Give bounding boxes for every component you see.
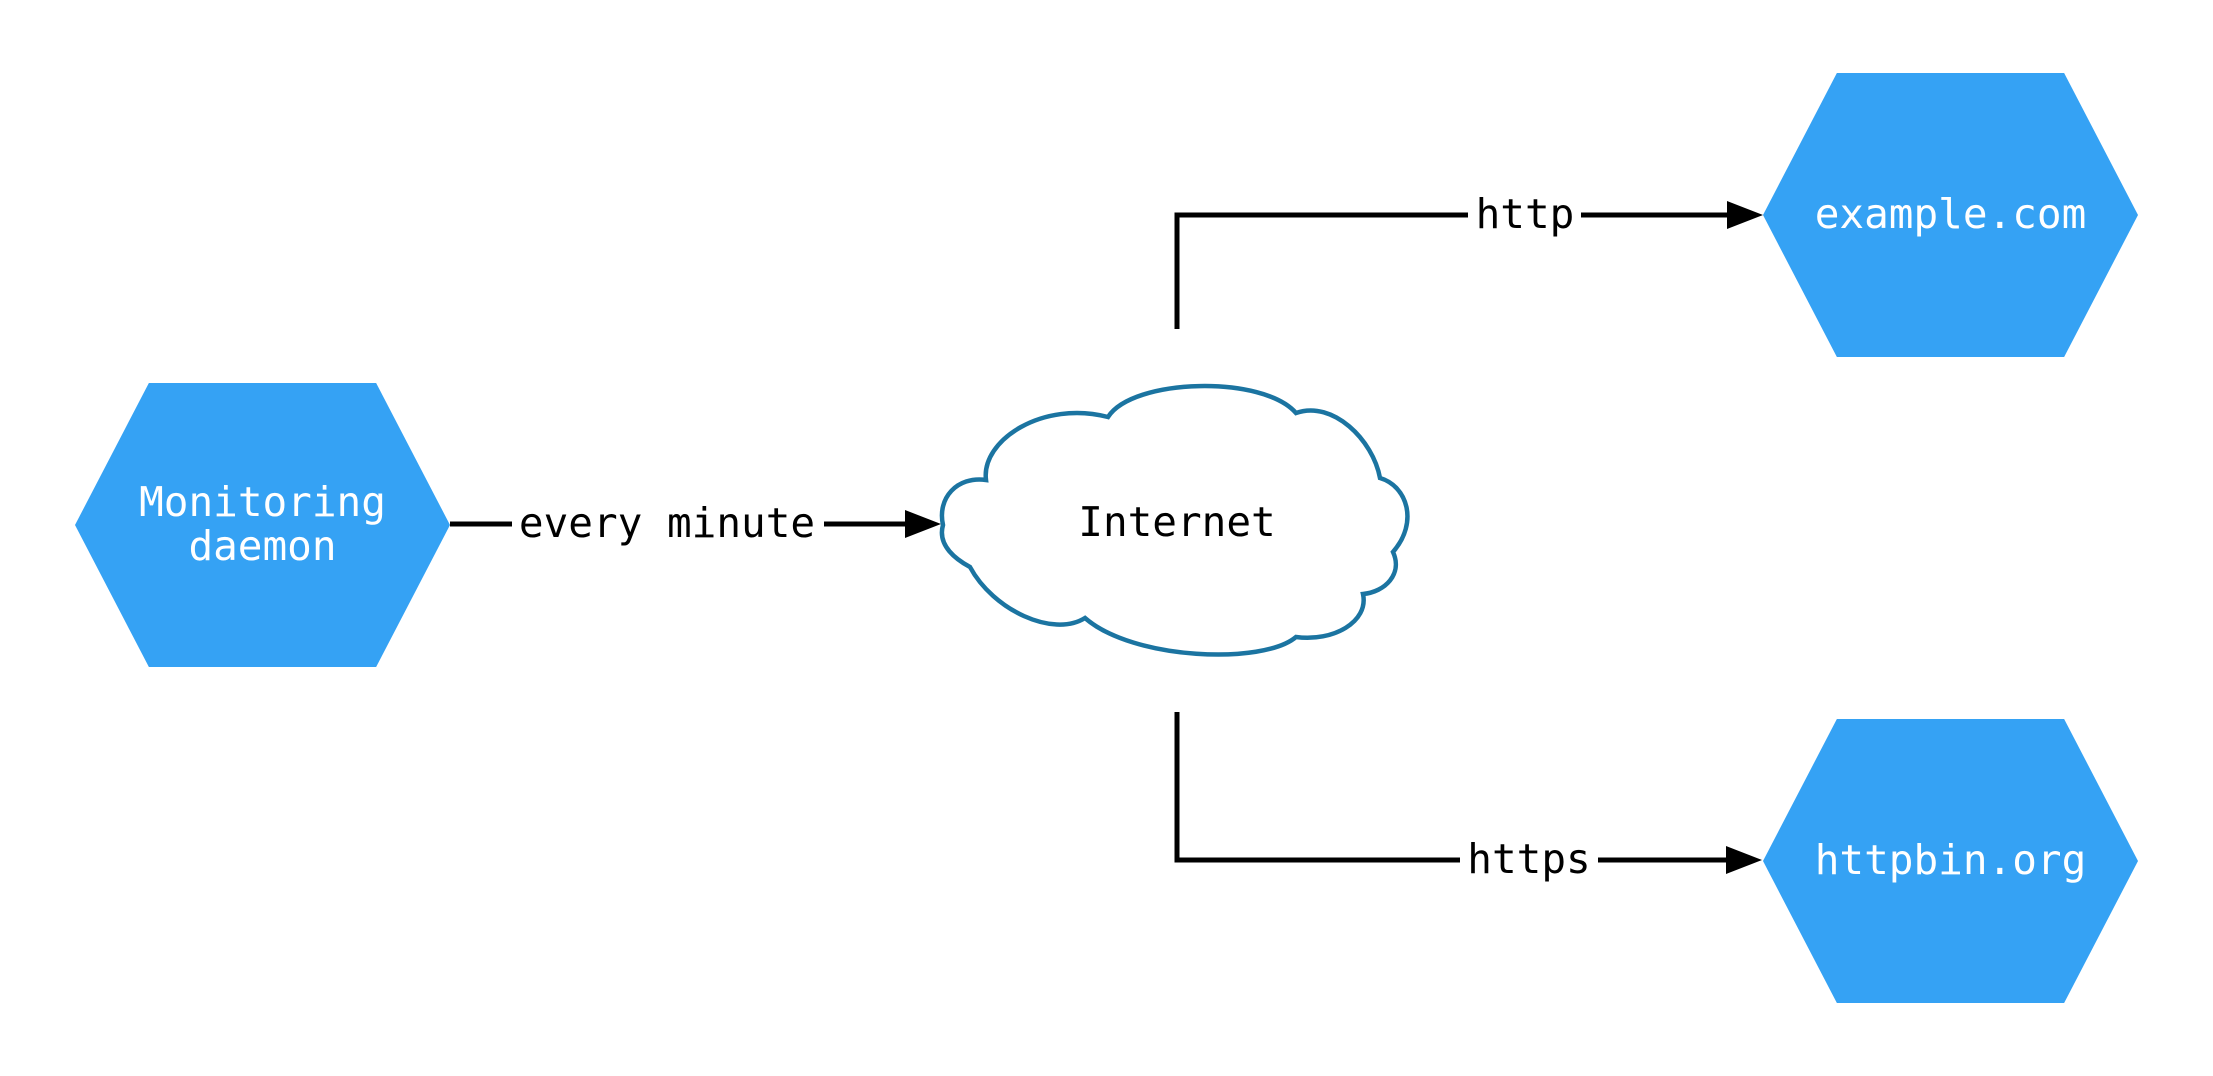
arrowhead-icon <box>1726 846 1762 874</box>
edge-label-every-minute: every minute <box>518 499 816 548</box>
edge-http-elbow <box>1174 212 1468 329</box>
internet-label: Internet <box>1078 498 1276 546</box>
arrowhead-icon <box>1727 201 1763 229</box>
node-monitoring-daemon: Monitoring daemon <box>75 383 450 667</box>
arrowhead-icon <box>905 510 941 538</box>
node-example-com: example.com <box>1763 73 2138 357</box>
edge-label-https: https <box>1467 835 1591 884</box>
cloud-icon <box>939 383 1410 657</box>
edge-label-http: http <box>1475 190 1575 239</box>
monitoring-daemon-label: Monitoring daemon <box>139 478 386 570</box>
httpbin-org-label: httpbin.org <box>1814 836 2087 885</box>
node-httpbin-org: httpbin.org <box>1763 719 2138 1003</box>
edge-https-elbow <box>1174 712 1460 863</box>
example-com-label: example.com <box>1814 190 2087 239</box>
node-internet: Internet <box>933 370 1423 670</box>
